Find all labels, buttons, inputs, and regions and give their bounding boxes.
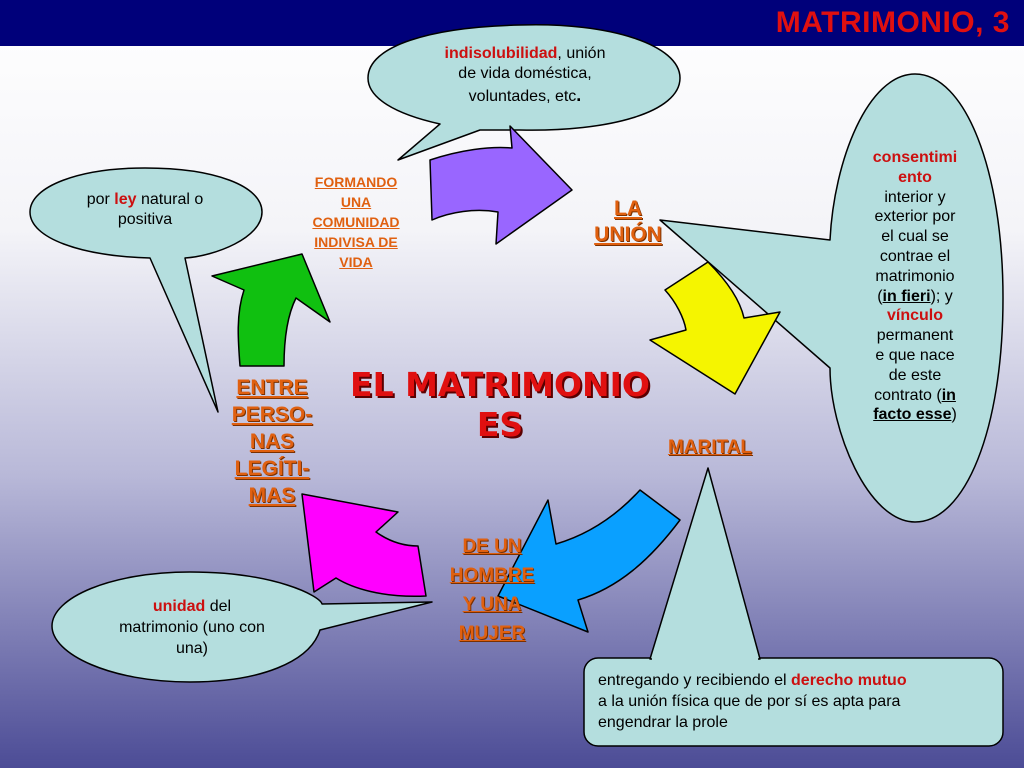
bubble-right-text-7: matrimonio — [875, 267, 955, 285]
bubble-bottom-right-text-1: entregando y recibiendo el — [598, 672, 792, 689]
term-facto-esse: facto esse — [873, 406, 952, 424]
term-in: in — [941, 386, 956, 404]
label-personas-line-4: LEGÍTI- — [234, 457, 310, 480]
bubble-right-text-18: ) — [951, 406, 957, 424]
term-unidad: unidad — [152, 598, 206, 615]
bubble-right-text-13: e que nace — [875, 346, 955, 364]
term-indisolubilidad: indisolubilidad — [444, 45, 558, 62]
speech-bubble-bottom-left — [51, 571, 433, 683]
label-hombre-line-1: DE UN — [462, 536, 522, 557]
label-la-union-line-2: UNIÓN — [594, 223, 662, 246]
bubble-bottom-left-text-2: matrimonio (uno con — [119, 619, 265, 636]
speech-bubble-right — [659, 73, 1004, 523]
bubble-left-text-3: positiva — [117, 211, 173, 228]
bubble-right-text-5: el cual se — [881, 228, 949, 246]
bubble-bottom-left-text-1: del — [205, 598, 232, 615]
label-personas-line-2: PERSO- — [231, 403, 313, 426]
bubble-right-text-12: permanent — [876, 327, 954, 345]
label-marital-text: MARITAL — [667, 437, 753, 458]
label-personas-line-1: ENTRE — [236, 376, 308, 399]
speech-bubble-left — [29, 167, 263, 413]
bubble-right-text-6: contrae el — [879, 247, 951, 265]
bubble-top-text-2: de vida doméstica, — [458, 65, 592, 82]
arrow-purple — [429, 125, 573, 245]
arrow-green — [211, 253, 331, 367]
bubble-top-text-1: , unión — [557, 45, 606, 62]
speech-bubble-top — [367, 23, 681, 161]
label-personas-line-3: NAS — [249, 430, 295, 453]
term-derecho-mutuo: derecho mutuo — [791, 672, 907, 689]
bubble-right-text-14: de este — [888, 366, 942, 384]
bubble-right-text-15: contrato ( — [874, 386, 942, 404]
label-comunidad-line-3: COMUNIDAD — [312, 214, 400, 230]
bubble-left-text-2: natural o — [136, 191, 204, 208]
label-comunidad-line-2: UNA — [340, 194, 372, 210]
label-marital: MARITAL — [650, 436, 770, 460]
label-comunidad-line-1: FORMANDO — [314, 174, 398, 190]
bubble-right-text-10: ); y — [930, 287, 953, 305]
bubble-bottom-right-text: entregando y recibiendo el derecho mutuo… — [598, 670, 998, 733]
label-personas-line-5: MAS — [248, 484, 296, 507]
center-title-line-1: EL MATRIMONIO — [350, 365, 650, 404]
bubble-bottom-right-text-2: a la unión física que de por sí es apta … — [598, 693, 901, 710]
speech-bubble-bottom-right-tail — [649, 467, 761, 660]
arrow-blue — [497, 489, 681, 633]
label-la-union-line-1: LA — [614, 197, 642, 220]
bubble-left-text-1: por — [86, 191, 115, 208]
bubble-bottom-left-text: unidad del matrimonio (uno con una) — [82, 596, 302, 659]
bubble-right-text-3: interior y — [884, 188, 946, 206]
label-comunidad-line-4: INDIVISA DE — [314, 234, 398, 250]
label-de-un-hombre: DE UN HOMBRE Y UNA MUJER — [428, 532, 556, 648]
bubble-top-text-4: . — [576, 85, 582, 105]
label-comunidad-line-5: VIDA — [339, 254, 373, 270]
center-title-line-2: ES — [476, 405, 524, 444]
label-hombre-line-3: Y UNA — [462, 594, 522, 615]
center-title: EL MATRIMONIO ES — [330, 365, 670, 445]
arrow-magenta — [301, 493, 427, 598]
arrow-yellow — [649, 261, 781, 395]
bubble-left-text: por ley natural o positiva — [50, 190, 240, 230]
term-ley: ley — [114, 191, 137, 208]
bubble-top-text-3: voluntades, etc — [468, 88, 577, 105]
label-hombre-line-2: HOMBRE — [449, 565, 535, 586]
bubble-right-text: consentimi ento interior y exterior por … — [840, 148, 990, 425]
slide-title: MATRIMONIO, 3 — [775, 6, 1010, 39]
bubble-right-text-8: ( — [877, 287, 883, 305]
term-consentimiento-2: ento — [898, 168, 932, 186]
bubble-bottom-right-text-3: engendrar la prole — [598, 714, 728, 731]
label-la-union: LA UNIÓN — [568, 196, 688, 248]
speech-bubble-bottom-right — [583, 657, 1004, 747]
bubble-top-text: indisolubilidad, unión de vida doméstica… — [395, 44, 655, 110]
bubble-bottom-left-text-3: una) — [175, 640, 209, 657]
term-vinculo: vínculo — [886, 307, 943, 325]
label-entre-personas: ENTRE PERSO- NAS LEGÍTI- MAS — [210, 374, 334, 509]
term-in-fieri: in fieri — [882, 287, 931, 305]
label-formando-comunidad: FORMANDO UNA COMUNIDAD INDIVISA DE VIDA — [290, 172, 422, 272]
bubble-right-text-4: exterior por — [874, 208, 956, 226]
label-hombre-line-4: MUJER — [458, 623, 526, 644]
term-consentimiento-1: consentimi — [872, 149, 958, 166]
